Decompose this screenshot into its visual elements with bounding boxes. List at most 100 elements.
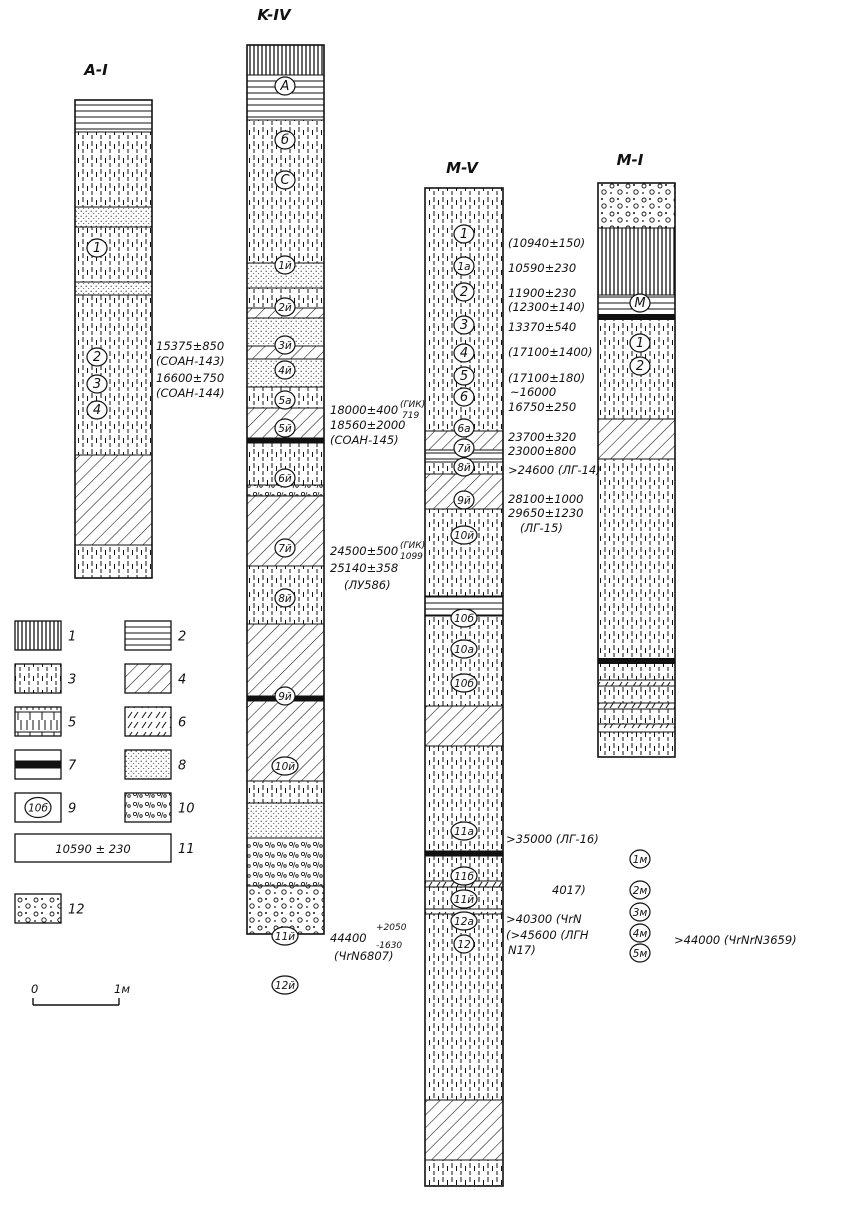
annotation: (ЛГ-15) (520, 521, 563, 535)
unit-label: 4 (453, 343, 475, 363)
legend-item-10: 10 (124, 792, 195, 823)
annotation: 23700±320 (508, 430, 576, 444)
layer-peat (425, 850, 503, 857)
svg-text:1: 1 (93, 241, 101, 256)
annotation: >35000 (ЛГ-16) (506, 832, 599, 846)
svg-text:9й: 9й (278, 691, 292, 703)
svg-text:10й: 10й (454, 530, 474, 542)
layer-v (247, 45, 324, 75)
unit-label: 10й (450, 525, 478, 545)
annotations-m1: >44000 (ЧrNrN3659) (674, 933, 797, 947)
layer-d (75, 295, 152, 455)
column-title-a1: A-I (83, 61, 108, 79)
svg-text:1а: 1а (457, 261, 470, 273)
layer-brush (598, 680, 675, 686)
svg-text:1й: 1й (278, 260, 292, 272)
layer-d (598, 459, 675, 659)
unit-label: 2 (86, 347, 108, 367)
layer-brush (598, 724, 675, 732)
annotation: (>45600 (ЛГН (506, 928, 589, 942)
annotation: 24500±500 (330, 544, 398, 558)
svg-text:11б: 11б (454, 871, 474, 883)
layer-s (75, 207, 152, 227)
annotation: (ЛУ586) (344, 578, 391, 592)
layer-d (598, 732, 675, 757)
unit-label: 5 (453, 366, 475, 386)
unit-label: 1м (629, 849, 651, 869)
annotation: 23000±800 (508, 444, 576, 458)
scale-bar: 0 1м (31, 982, 130, 1006)
legend-number: 1 (68, 630, 76, 645)
svg-text:6а: 6а (457, 423, 470, 435)
svg-text:11й: 11й (454, 894, 474, 906)
layer-x (598, 419, 675, 459)
column-title-k4: K-IV (257, 6, 292, 24)
layer-x (75, 455, 152, 545)
unit-label: 4й (274, 360, 296, 380)
annotation: (СОАН-143) (156, 354, 225, 368)
unit-label: 2м (629, 880, 651, 900)
unit-label: 11й (450, 889, 478, 909)
unit-label: 5а (274, 390, 296, 410)
unit-label: 9й (453, 490, 475, 510)
svg-text:5а: 5а (278, 395, 291, 407)
layer-x (247, 624, 324, 696)
legend-number: 2 (178, 630, 186, 645)
svg-text:1: 1 (460, 227, 468, 242)
svg-text:5: 5 (460, 369, 468, 384)
svg-text:4м: 4м (633, 928, 648, 940)
unit-label: 9й (274, 686, 296, 706)
annotation: (17100±1400) (508, 345, 592, 359)
unit-label: 5й (274, 418, 296, 438)
layer-x (425, 1100, 503, 1160)
unit-label: 3м (629, 902, 651, 922)
svg-text:9й: 9й (457, 495, 471, 507)
unit-labels: 1234AбC1й2й3й4й5а5й6й7й8й9й10й11й12й11а2… (86, 76, 651, 995)
layer-brush (598, 703, 675, 709)
svg-text:12а: 12а (454, 916, 474, 928)
svg-text:10б: 10б (28, 803, 48, 815)
legend-number: 4 (178, 673, 186, 688)
legend-number: 5 (68, 716, 76, 731)
layer-gravel (598, 183, 675, 228)
legend-item-11: 10590 ± 230 11 (14, 833, 195, 863)
layer-h (75, 100, 152, 132)
layer-d (247, 781, 324, 803)
annotation: >40300 (ЧrN (506, 912, 582, 926)
svg-text:2: 2 (93, 350, 101, 365)
svg-text:2: 2 (636, 359, 644, 374)
svg-text:5м: 5м (633, 948, 648, 960)
svg-text:3: 3 (460, 318, 468, 333)
svg-text:2: 2 (460, 285, 468, 300)
layer-peat (247, 437, 324, 444)
svg-text:8й: 8й (457, 462, 471, 474)
unit-label: 3й (274, 335, 296, 355)
annotation: 719 (402, 411, 419, 421)
legend-item-6: 6 (124, 706, 186, 737)
layer-d (75, 132, 152, 207)
legend-number: 7 (68, 759, 77, 774)
legend-item-12: 12 (14, 893, 85, 924)
svg-text:1: 1 (636, 336, 644, 351)
legend-number: 6 (178, 716, 186, 731)
svg-text:3м: 3м (633, 907, 648, 919)
unit-label: 2 (629, 356, 651, 376)
legend-item-4: 4 (124, 663, 186, 694)
svg-text:10590 ± 230: 10590 ± 230 (55, 842, 130, 856)
unit-label: 1а (453, 256, 475, 276)
layer-s (247, 803, 324, 838)
legend-number: 11 (178, 842, 195, 857)
legend-item-2: 2 (124, 620, 186, 651)
svg-text:C: C (280, 173, 290, 188)
annotation: 11900±230 (508, 286, 576, 300)
layer-d (598, 663, 675, 680)
layer-d (425, 509, 503, 596)
annotation: 13370±540 (508, 320, 576, 334)
svg-text:б: б (281, 133, 289, 148)
svg-text:11й: 11й (275, 931, 295, 943)
column-m5 (424, 187, 504, 1187)
annotation: -1630 (376, 941, 402, 951)
svg-text:10а: 10а (454, 644, 474, 656)
